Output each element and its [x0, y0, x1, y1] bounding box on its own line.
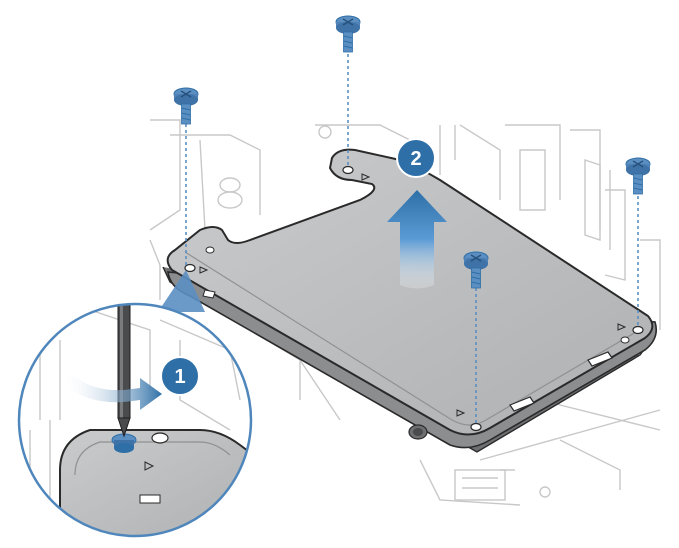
thumbscrew — [408, 424, 428, 440]
step-2-badge: 2 — [396, 138, 436, 178]
screwdriver-icon — [117, 304, 131, 438]
screw-icon — [463, 251, 489, 289]
mounting-plate — [162, 148, 658, 453]
lift-arrow-icon — [387, 190, 447, 289]
screw-icon — [625, 157, 651, 195]
chassis-background — [149, 119, 661, 506]
screw-hole — [470, 422, 482, 432]
screw-hole — [342, 165, 354, 175]
screw-hole — [632, 325, 644, 335]
step-1-number: 1 — [174, 366, 185, 388]
alignment-lines — [185, 42, 639, 425]
screw-icon — [173, 87, 199, 125]
screw-icon — [111, 433, 137, 453]
rotate-arrow-icon — [66, 372, 162, 410]
callout-pointer — [158, 270, 205, 312]
detail-magnifier — [17, 302, 253, 538]
screw-hole — [184, 263, 196, 273]
step-2-number: 2 — [410, 148, 421, 170]
step-1-badge: 1 — [160, 356, 200, 396]
screw-icon — [335, 15, 361, 53]
